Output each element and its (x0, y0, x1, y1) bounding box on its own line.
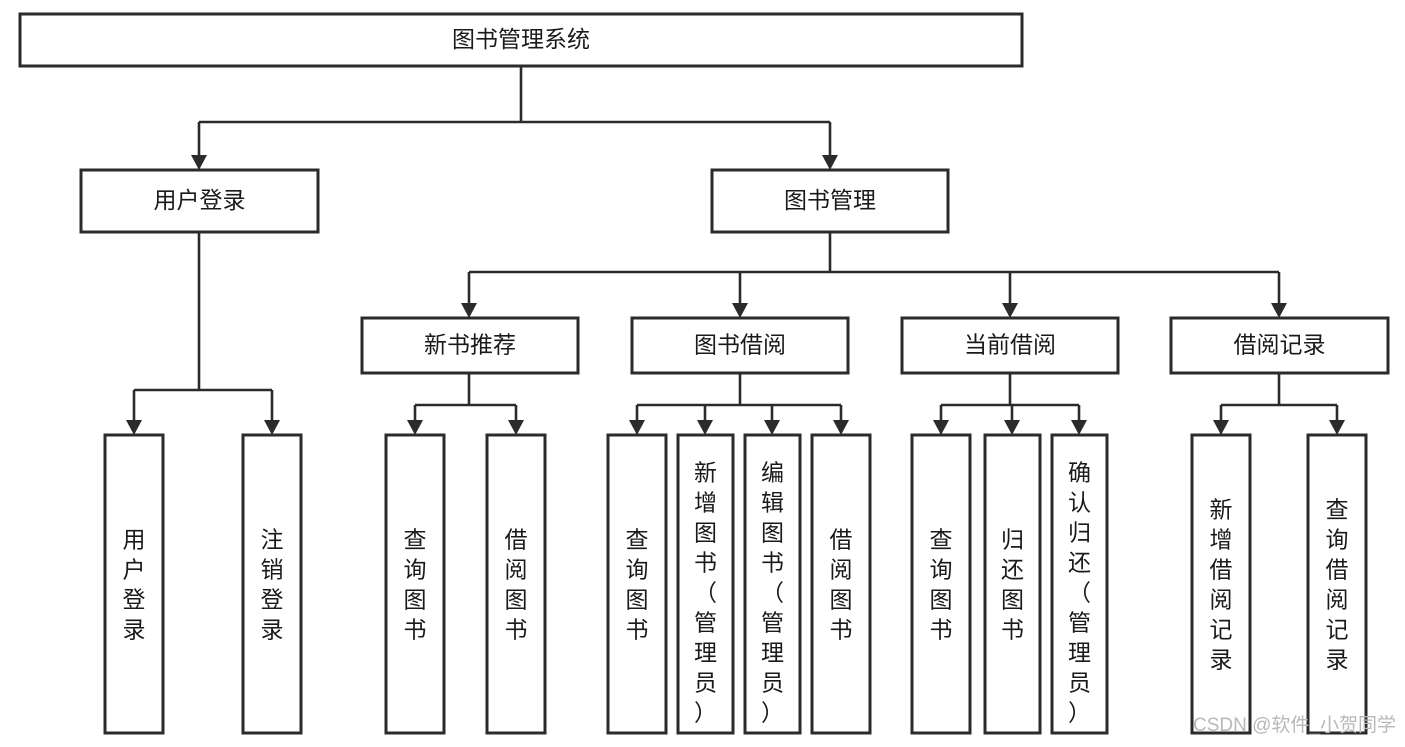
node-box[interactable] (606, 433, 668, 735)
node-box[interactable] (1306, 433, 1368, 735)
node-user-login[interactable]: 用户登录 (79, 168, 320, 234)
arrow-head-icon (764, 420, 780, 435)
node-leaf-borrow-book-2[interactable]: 借阅图书 (810, 433, 872, 735)
node-box[interactable] (485, 433, 547, 735)
arrow-head-icon (264, 420, 280, 435)
arrow-head-icon (126, 420, 142, 435)
arrow-head-icon (191, 155, 207, 170)
node-label: 查询借阅记录 (1326, 496, 1349, 672)
node-label: 用户登录 (123, 526, 146, 642)
node-box[interactable] (18, 12, 1024, 68)
node-leaf-confirm-return[interactable]: 确认归还（管理员） (1050, 433, 1109, 735)
node-label: 借阅图书 (505, 526, 528, 642)
node-leaf-query-book-2[interactable]: 查询图书 (606, 433, 668, 735)
node-leaf-logout[interactable]: 注销登录 (241, 433, 303, 735)
node-label: 新书推荐 (424, 332, 516, 358)
node-leaf-user-login[interactable]: 用户登录 (103, 433, 165, 735)
node-label: 归还图书 (1001, 526, 1024, 642)
connector-layer (126, 66, 1345, 435)
node-box[interactable] (810, 433, 872, 735)
node-leaf-return-book[interactable]: 归还图书 (983, 433, 1042, 735)
node-new-book-rec[interactable]: 新书推荐 (360, 316, 580, 375)
node-box[interactable] (1050, 433, 1109, 735)
arrow-head-icon (407, 420, 423, 435)
arrow-head-icon (1002, 303, 1018, 318)
node-leaf-query-record[interactable]: 查询借阅记录 (1306, 433, 1368, 735)
node-label: 当前借阅 (964, 332, 1056, 358)
node-label: 确认归还（管理员） (1068, 459, 1091, 725)
node-label: 注销登录 (261, 526, 284, 642)
node-label: 查询图书 (930, 526, 953, 642)
node-label: 用户登录 (154, 187, 246, 213)
arrow-head-icon (1271, 303, 1287, 318)
node-box[interactable] (360, 316, 580, 375)
node-leaf-borrow-book-1[interactable]: 借阅图书 (485, 433, 547, 735)
arrow-head-icon (1213, 420, 1229, 435)
arrow-head-icon (1071, 420, 1087, 435)
node-label: 借阅图书 (830, 526, 853, 642)
node-leaf-add-record[interactable]: 新增借阅记录 (1190, 433, 1252, 735)
node-box[interactable] (900, 316, 1120, 375)
arrow-head-icon (1004, 420, 1020, 435)
node-box[interactable] (1190, 433, 1252, 735)
node-box[interactable] (983, 433, 1042, 735)
arrow-head-icon (697, 420, 713, 435)
node-book-borrow[interactable]: 图书借阅 (630, 316, 850, 375)
node-label: 图书借阅 (694, 332, 786, 358)
arrow-head-icon (933, 420, 949, 435)
node-box[interactable] (676, 433, 735, 735)
node-leaf-query-book-3[interactable]: 查询图书 (910, 433, 972, 735)
arrow-head-icon (508, 420, 524, 435)
node-box[interactable] (710, 168, 950, 234)
node-label: 图书管理系统 (452, 26, 590, 52)
node-current-borrow[interactable]: 当前借阅 (900, 316, 1120, 375)
arrow-head-icon (732, 303, 748, 318)
node-leaf-query-book-1[interactable]: 查询图书 (384, 433, 446, 735)
node-box[interactable] (1169, 316, 1390, 375)
node-label: 编辑图书（管理员） (761, 459, 784, 725)
node-leaf-add-book[interactable]: 新增图书（管理员） (676, 433, 735, 735)
node-root[interactable]: 图书管理系统 (18, 12, 1024, 68)
node-box[interactable] (103, 433, 165, 735)
node-label: 图书管理 (784, 187, 876, 213)
node-borrow-record[interactable]: 借阅记录 (1169, 316, 1390, 375)
csdn-watermark: CSDN @软件_小贺同学 (1193, 714, 1396, 736)
node-box[interactable] (910, 433, 972, 735)
node-box[interactable] (384, 433, 446, 735)
node-box[interactable] (743, 433, 802, 735)
arrow-head-icon (822, 155, 838, 170)
node-layer: 图书管理系统用户登录图书管理新书推荐图书借阅当前借阅借阅记录用户登录注销登录查询… (18, 12, 1390, 735)
node-book-manage[interactable]: 图书管理 (710, 168, 950, 234)
node-label: 新增借阅记录 (1210, 496, 1233, 672)
node-box[interactable] (630, 316, 850, 375)
arrow-head-icon (1329, 420, 1345, 435)
arrow-head-icon (461, 303, 477, 318)
node-label: 新增图书（管理员） (694, 459, 717, 725)
node-box[interactable] (241, 433, 303, 735)
node-label: 查询图书 (404, 526, 427, 642)
arrow-head-icon (629, 420, 645, 435)
node-leaf-edit-book[interactable]: 编辑图书（管理员） (743, 433, 802, 735)
node-label: 借阅记录 (1234, 332, 1326, 358)
arrow-head-icon (833, 420, 849, 435)
node-box[interactable] (79, 168, 320, 234)
node-label: 查询图书 (626, 526, 649, 642)
